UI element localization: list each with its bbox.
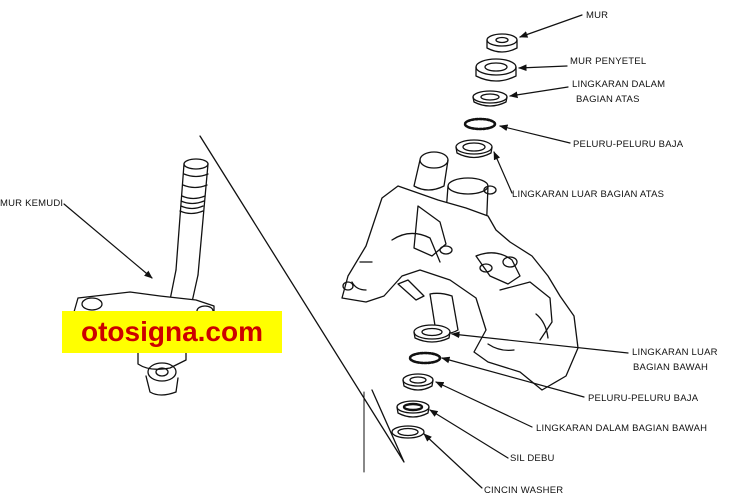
label-peluru-bawah: PELURU-PELURU BAJA	[588, 393, 699, 404]
label-lingkaran-dalam-atas-line1: LINGKARAN DALAM	[572, 79, 665, 90]
label-lingkaran-dalam-bawah: LINGKARAN DALAM BAGIAN BAWAH	[536, 423, 707, 434]
label-lingkaran-luar-atas: LINGKARAN LUAR BAGIAN ATAS	[512, 189, 664, 200]
label-lingkaran-luar-bawah-line1: LINGKARAN LUAR	[632, 347, 718, 358]
label-lingkaran-dalam-atas-line2: BAGIAN ATAS	[576, 94, 640, 105]
label-mur-kemudi: MUR KEMUDI	[0, 198, 63, 209]
exploded-parts	[391, 33, 518, 439]
label-lingkaran-luar-bawah-line2: BAGIAN BAWAH	[633, 362, 708, 373]
assembly-guide-line	[199, 135, 405, 463]
leader-arrows	[63, 14, 629, 489]
label-mur: MUR	[586, 10, 608, 21]
label-cincin-washer: CINCIN WASHER	[484, 485, 563, 496]
steering-stem-drawing	[73, 158, 215, 396]
watermark-banner: otosigna.com	[62, 311, 282, 353]
frame-head-drawing	[341, 151, 579, 391]
label-sil-debu: SIL DEBU	[510, 453, 555, 464]
label-mur-penyetel: MUR PENYETEL	[570, 56, 646, 67]
label-peluru-atas: PELURU-PELURU BAJA	[573, 139, 684, 150]
